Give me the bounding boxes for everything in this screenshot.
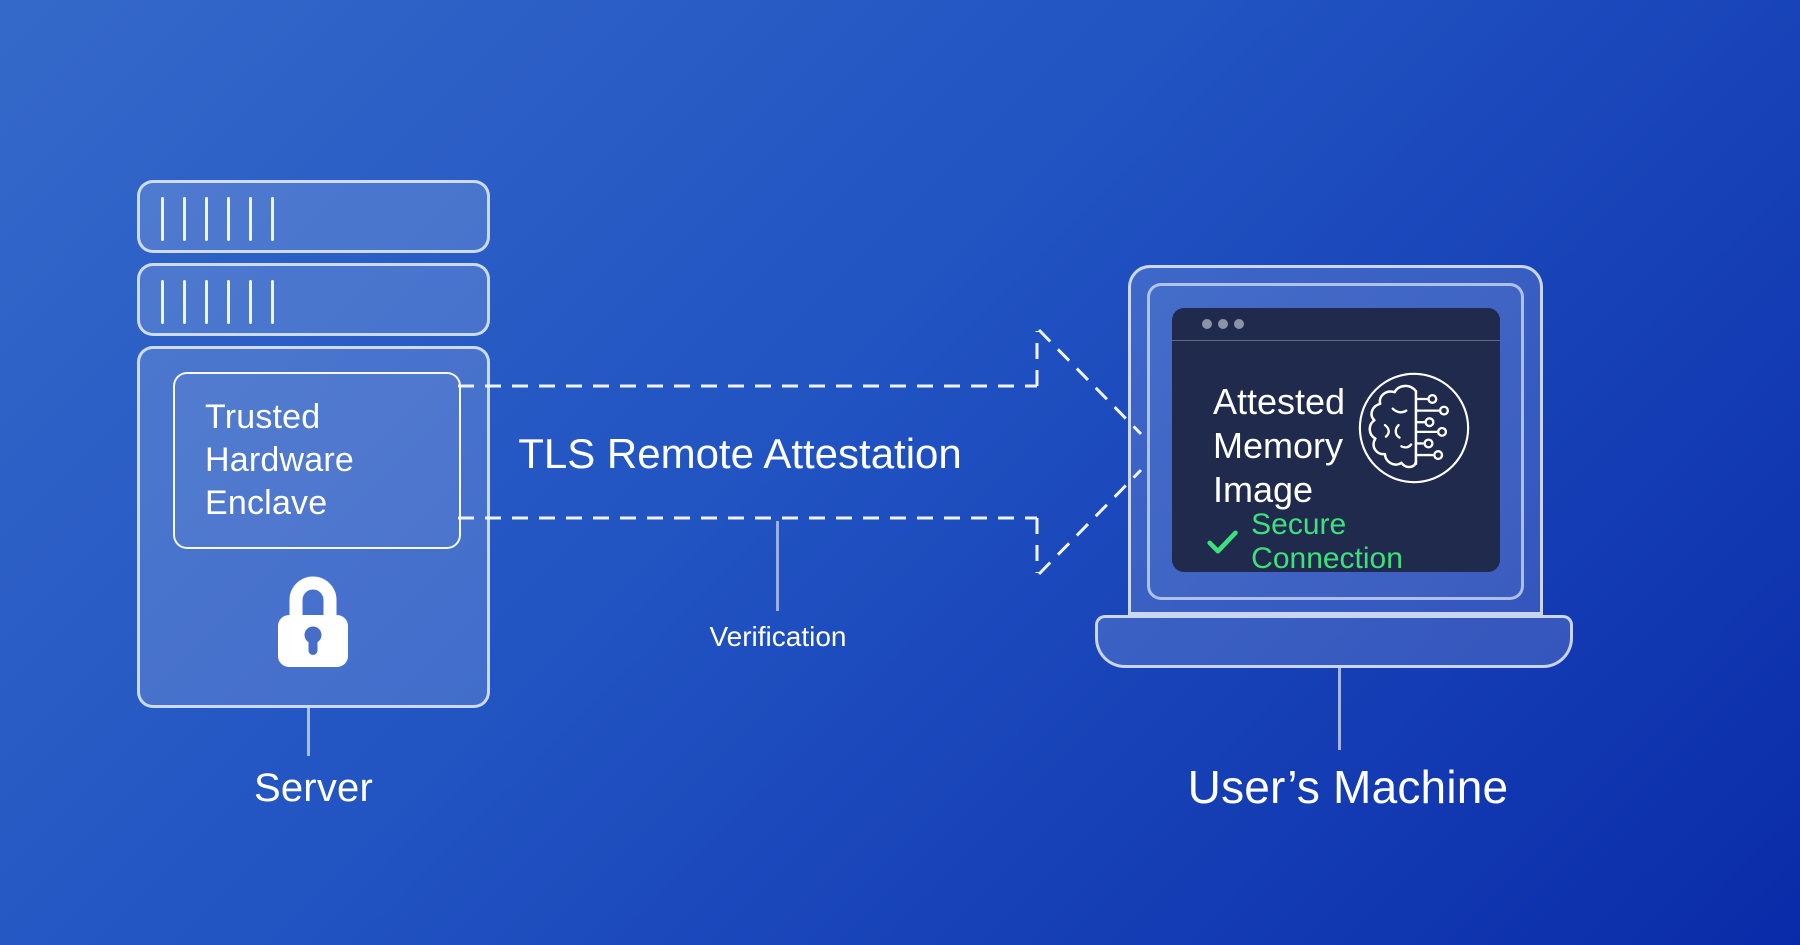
user-machine-connector-line [1338, 668, 1341, 750]
checkmark-icon [1207, 530, 1238, 554]
drive-slot-line [161, 280, 164, 324]
window-titlebar [1172, 308, 1500, 341]
trusted-enclave-box: Trusted Hardware Enclave [173, 372, 461, 549]
enclave-label-line: Trusted [205, 398, 321, 436]
drive-slots [161, 280, 274, 324]
browser-window: Attested Memory Image [1172, 308, 1500, 572]
attested-memory-title-line: Memory [1213, 425, 1344, 466]
server-rack-unit-1 [137, 180, 490, 253]
enclave-label-line: Hardware [205, 441, 354, 479]
laptop-screen: Attested Memory Image [1128, 265, 1543, 615]
verification-connector-line [776, 521, 779, 611]
drive-slot-line [249, 280, 252, 324]
window-control-dot [1234, 319, 1244, 329]
drive-slot-line [183, 280, 186, 324]
drive-slot-line [227, 280, 230, 324]
attested-memory-title: Attested Memory Image [1213, 380, 1345, 512]
attested-memory-title-line: Image [1213, 469, 1314, 510]
enclave-label-line: Enclave [205, 484, 328, 522]
window-control-dot [1202, 319, 1212, 329]
drive-slot-line [249, 197, 252, 241]
drive-slot-line [271, 197, 274, 241]
secure-connection-label: Secure Connection [1251, 508, 1403, 572]
laptop-base [1095, 615, 1573, 668]
laptop-screen-inner: Attested Memory Image [1147, 283, 1524, 600]
user-machine-label: User’s Machine [1187, 761, 1509, 813]
drive-slot-line [227, 197, 230, 241]
drive-slot-line [205, 280, 208, 324]
tls-attestation-label: TLS Remote Attestation [518, 430, 962, 477]
padlock-icon [278, 576, 348, 667]
drive-slot-line [183, 197, 186, 241]
drive-slot-line [271, 280, 274, 324]
secure-connection-status: Secure Connection [1206, 508, 1500, 572]
server-rack-unit-2 [137, 263, 490, 336]
server-body: Trusted Hardware Enclave [137, 346, 490, 708]
drive-slot-line [205, 197, 208, 241]
server-label: Server [253, 766, 373, 810]
attested-memory-title-line: Attested [1213, 381, 1346, 422]
window-control-dot [1218, 319, 1228, 329]
verification-label: Verification [709, 621, 847, 652]
drive-slots [161, 197, 274, 241]
server-connector-line [307, 708, 310, 756]
drive-slot-line [161, 197, 164, 241]
brain-circuit-icon [1358, 372, 1470, 484]
